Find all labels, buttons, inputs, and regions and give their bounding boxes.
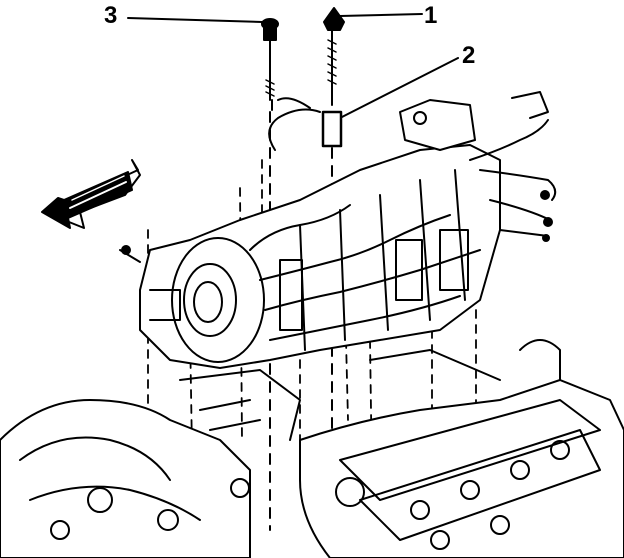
intake-manifold (139, 97, 501, 369)
engine-block (0, 245, 624, 558)
callout-1-label: 1 (424, 2, 438, 29)
callout-leaders (127, 13, 459, 119)
direction-arrow-icon (41, 159, 141, 229)
callout-2-label: 2 (462, 42, 476, 69)
stud-1 (323, 7, 345, 106)
throttle-bracket (399, 91, 557, 242)
callout-3-label: 3 (104, 2, 118, 29)
